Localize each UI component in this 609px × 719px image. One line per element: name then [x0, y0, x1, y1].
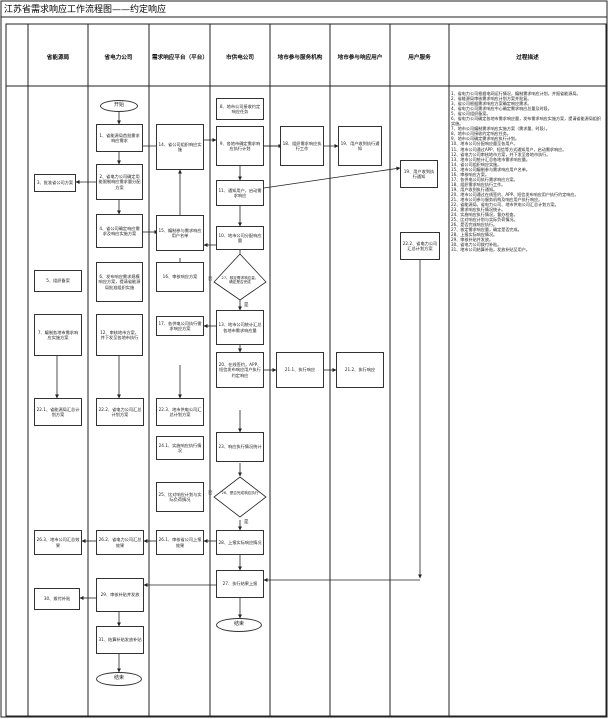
step-30: 30、拨付补贴 [34, 588, 80, 610]
process-description-item: 6、省电力公司确定各地市需求响应量，发布需求响应实施方案，提请省能源局组织实施。 [451, 116, 601, 127]
step-22-3: 22.3、地市供电公司汇总计划方案 [156, 398, 204, 426]
lane-header-process-description: 过程描述 [516, 54, 539, 61]
step-22-2: 22.2、省电力公司汇总计划方案 [96, 398, 144, 426]
process-description-item: 21、地市公司参与服务机构及响应用户执行响应。 [451, 196, 543, 202]
step-28: 28、上报实际响应情况 [216, 530, 264, 555]
lane-header-provincial-energy-bureau: 省能源局 [46, 54, 70, 61]
process-description-item: 11、地市公司通过APP、短信等方式通知用户，启动需求响应。 [451, 146, 567, 152]
step-3: 3、批准省公司方案 [34, 174, 76, 192]
decision-2-no: 否 [208, 491, 213, 496]
step-17: 17、各供电公司执行需求响应方案 [156, 316, 204, 336]
process-description-list: 1、省电力公司根据电网运行情况，编制需求响应计划，并报省能源局。2、省能源局审核… [451, 91, 605, 253]
process-description-item: 4、省电力公司需求响应中心确定需求响应总量及时段。 [451, 106, 552, 112]
step-21-1: 21.1、执行响应 [276, 352, 324, 388]
lane-header-provincial-power-company: 省电力公司 [104, 54, 133, 61]
step-18: 18、组织需求响应执行工作 [280, 126, 324, 166]
step-29: 29、审核补贴并发放 [96, 578, 144, 612]
process-description-item: 27、核定需求响应量，确定是否完成。 [451, 227, 522, 233]
step-26-1: 26.1、审核省公司上报效果 [156, 530, 204, 555]
step-user-notify: 19、用户收到执行通知 [400, 160, 438, 188]
step-16: 16、审核响应方案 [156, 262, 204, 292]
step-31: 31、结算补贴发放补贴 [96, 626, 144, 654]
page-title: 江苏省需求响应工作流程图——约定响应 [4, 5, 167, 15]
end-node-provincial: 结束 [96, 672, 142, 686]
step-10: 10、地市公司分配响应量 [216, 226, 264, 250]
lane-header-user-service: 用户服务 [408, 54, 431, 61]
process-description-item: 22、省能源局、省电力公司、地市供电公司汇总计划方案。 [451, 202, 559, 208]
step-2: 2、省电力公司确定用能限制响应需求量分配方案 [96, 164, 143, 200]
process-description-item: 30、省电力公司拨付补贴。 [451, 242, 502, 248]
process-description-item: 2、省能源局审核需求响应计划方案并批复。 [451, 96, 532, 102]
lane-header-city-power-company: 市供电公司 [226, 54, 254, 61]
process-description-item: 25、比对响应计划与实际负荷情况。 [451, 217, 518, 223]
process-description-item: 31、地市公司结算补贴，发放补贴至用户。 [451, 247, 530, 253]
start-node: 开始 [100, 100, 138, 112]
step-6: 6、发布响应需求规模响应方案，提请省能源局批准组织实施 [96, 262, 143, 302]
step-1: 1、省能源局首批需求响应需求 [96, 124, 143, 152]
process-description-item: 8、地市公司接收约定响应任务。 [451, 131, 511, 137]
decision-diamond-1 [213, 253, 267, 301]
decision-1-label: 27、核定需求响应量，确定是否完成 [221, 276, 259, 285]
process-description-item: 24、实施响应执行情况，督办检查。 [451, 212, 518, 218]
step-7: 7、编制各地市需求响应实施方案 [34, 314, 82, 356]
step-13: 13、地市公司统计汇总各地市需求响应量 [216, 310, 264, 345]
process-description-item: 9、地市公司确定需求响应执行计划。 [451, 136, 520, 142]
process-description-item: 17、各供电公司执行需求响应方案。 [451, 176, 518, 182]
step-22-1: 22.1、省能源局汇总计划方案 [34, 398, 82, 426]
lane-header-response-users: 地市参与响应用户 [337, 54, 383, 61]
end-node-city: 结束 [216, 618, 262, 632]
step-23: 23、响应执行情况统计 [216, 432, 264, 462]
step-9: 9、各地市确定需求响应执行计划 [216, 126, 264, 166]
process-description-item: 28、上报实际响应情况。 [451, 232, 498, 238]
decision-2-label: 26、是否完成响应执行 [221, 491, 259, 495]
process-description-item: 29、审核补贴并发放。 [451, 237, 494, 243]
step-4: 4、省公司确定响应需求及响应实施方案 [96, 214, 143, 248]
step-24-1: 24.1、实施响应执行情况 [156, 436, 204, 460]
process-description-item: 20、地市公司通过在线签约、APP、短信发布响应用户执行约定响应。 [451, 191, 579, 197]
decision-1-yes: 是 [244, 303, 249, 308]
step-19: 19、用户收到执行通知 [338, 126, 382, 166]
step-user-plan: 22.2、省电力公司汇总计划方案 [400, 232, 440, 260]
step-8: 8、地市公司接收约定响应任务 [216, 98, 264, 120]
process-description-item: 13、地市公司统计汇总各地市需求响应量。 [451, 156, 530, 162]
step-21-2: 21.2、执行响应 [336, 352, 384, 388]
process-description-item: 5、省公司组织备案。 [451, 111, 491, 117]
step-25: 25、比对响应计划与实际负荷情况 [156, 482, 204, 512]
step-14: 14、省公司组织响应实施 [156, 124, 204, 170]
lane-header-service-agency: 地市参与服务机构 [277, 54, 323, 61]
process-description-item: 1、省电力公司根据电网运行情况，编制需求响应计划，并报省能源局。 [451, 91, 581, 96]
step-15: 15、编制参与需求响应用户名单 [156, 215, 204, 251]
process-description-item: 10、地市公司分配响应量至各用户。 [451, 141, 518, 147]
step-20: 20、在线签约，APP、短信发布响应用户执行约定响应 [216, 352, 264, 388]
process-description-item: 14、省公司组织响应实施。 [451, 161, 502, 167]
process-description-item: 7、地市公司编制需求响应实施方案（需求量、时段）。 [451, 126, 550, 132]
process-description-item: 12、省电力公司审核地市方案，并下发至各地市执行。 [451, 151, 551, 157]
process-description-item: 3、省公司根据需求响应方案确定响应需求。 [451, 101, 532, 107]
step-5: 5、组织备案 [34, 270, 82, 292]
process-description-item: 26、是否完成响应执行。 [451, 222, 498, 228]
step-27: 27、执行结果上报 [216, 570, 264, 598]
step-11: 11、通知用户，启动需求响应 [216, 180, 264, 206]
process-description-item: 15、地市公司编制参与需求响应用户名单。 [451, 166, 530, 172]
process-description-item: 19、用户收到执行通知。 [451, 186, 498, 192]
step-12: 12、审核地市方案，并下发至各地市执行 [96, 314, 143, 356]
lane-header-platform: 需求响应平台（平台） [152, 54, 208, 61]
decision-2-yes: 是 [244, 520, 249, 525]
step-26-3: 26.3、地市公司汇总效果 [34, 530, 82, 555]
process-description-item: 18、组织需求响应执行工作。 [451, 181, 506, 187]
step-26-2: 26.2、省电力公司汇总效果 [96, 530, 144, 555]
decision-diamond-2 [213, 476, 267, 518]
process-description-item: 16、审核响应方案。 [451, 171, 489, 177]
process-description-item: 23、需求响应执行情况统计。 [451, 207, 506, 213]
decision-1-no: 否 [208, 277, 213, 282]
